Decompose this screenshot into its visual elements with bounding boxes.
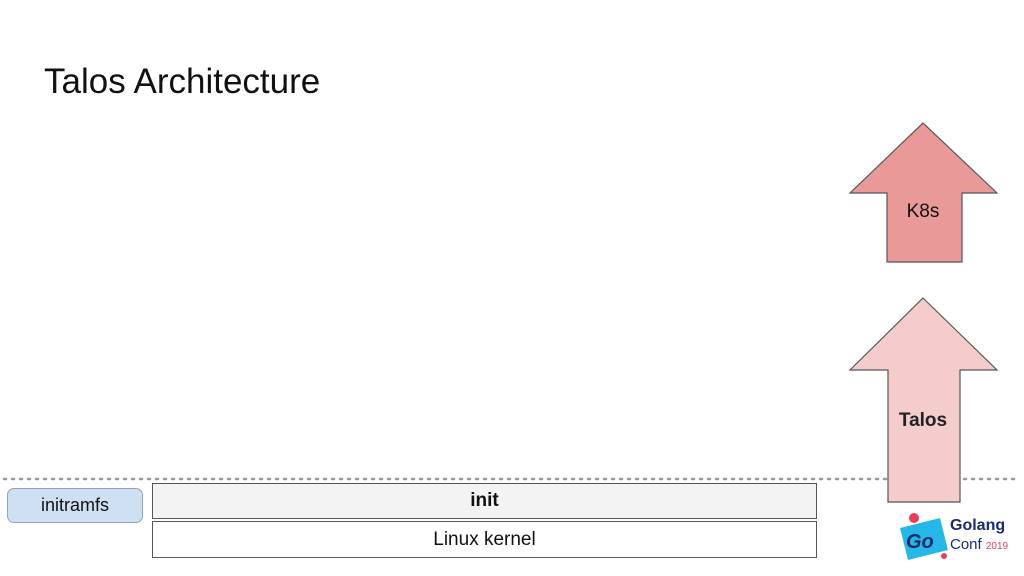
init-box: init (152, 483, 817, 519)
talos-arrow: Talos (848, 297, 999, 503)
slide-title: Talos Architecture (44, 62, 321, 101)
linux-kernel-box: Linux kernel (152, 521, 817, 558)
logo-go-mark: Go (906, 531, 934, 553)
logo-golang-text: Golang (950, 517, 1006, 534)
k8s-arrow-label: K8s (907, 201, 940, 222)
logo-conf-word: Conf (950, 536, 982, 553)
golang-conf-logo: Go (900, 513, 948, 560)
boundary-dotted-line (2, 477, 1022, 481)
initramfs-label: initramfs (40, 495, 109, 515)
linux-kernel-label: Linux kernel (433, 528, 536, 550)
initramfs-box: initramfs (7, 488, 143, 523)
k8s-arrow: K8s (848, 122, 999, 263)
logo-year: 2019 (985, 541, 1009, 552)
logo-conf-text: Conf 2019 (950, 536, 1008, 553)
init-label: init (470, 490, 499, 511)
talos-arrow-label: Talos (899, 410, 947, 431)
